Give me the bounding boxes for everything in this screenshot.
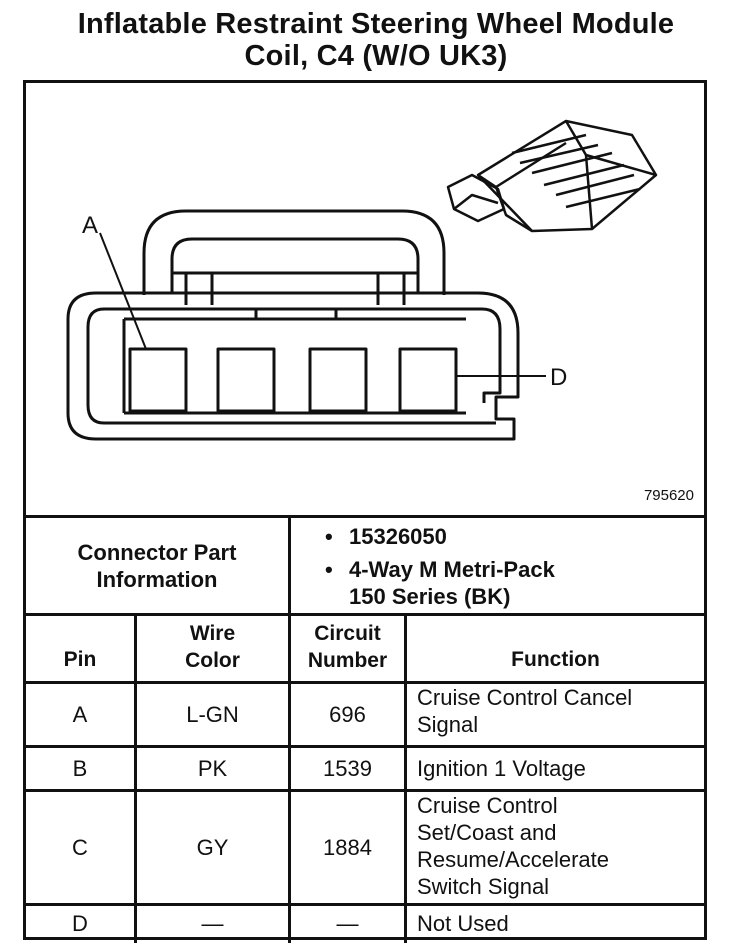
description-line-1: 4-Way M Metri-Pack xyxy=(349,557,555,582)
connector-housing xyxy=(66,291,520,441)
header-circuit-number: Circuit Number xyxy=(291,620,404,674)
pin-label-a: A xyxy=(82,212,98,239)
cavity-c xyxy=(308,347,368,413)
diagram-title: Inflatable Restraint Steering Wheel Modu… xyxy=(0,8,752,72)
part-number-item: • 15326050 xyxy=(323,523,555,550)
row-c-function-line-2: Set/Coast and xyxy=(417,820,557,845)
connector-info-label-line-1: Connector Part xyxy=(77,539,237,565)
connector-frame: A D 795620 Connector Part Information • … xyxy=(23,80,707,943)
cavity-d xyxy=(398,347,458,413)
divider-header-bottom xyxy=(26,681,704,684)
connector-latch xyxy=(142,209,446,295)
figure-id: 795620 xyxy=(643,487,694,504)
cavity-b xyxy=(216,347,276,413)
connector-info-label: Connector Part Information xyxy=(26,518,288,613)
part-number: 15326050 xyxy=(349,524,447,549)
bullet: • xyxy=(325,557,333,582)
connector-diagram: A D xyxy=(66,119,658,441)
row-b-circuit: 1539 xyxy=(323,756,372,781)
row-c-function-line-3: Resume/Accelerate xyxy=(417,847,609,872)
divider-info-top xyxy=(26,515,704,518)
row-c-wire: GY xyxy=(196,835,229,860)
row-a-wire: L-GN xyxy=(186,702,239,727)
title-line-2: Coil, C4 (W/O UK3) xyxy=(244,40,508,72)
header-circuit-line-2: Number xyxy=(307,649,388,672)
row-d-pin: D xyxy=(72,910,88,936)
header-function: Function xyxy=(511,648,600,671)
cavity-a xyxy=(128,347,188,413)
header-pin: Pin xyxy=(63,648,97,671)
connector-info-list: • 15326050 • 4-Way M Metri-Pack 150 Seri… xyxy=(323,523,555,610)
divider-row-b xyxy=(26,789,704,792)
row-c-function: Cruise Control Set/Coast and Resume/Acce… xyxy=(407,792,704,903)
row-b-pin: B xyxy=(72,756,88,781)
connector-isometric-view xyxy=(446,119,658,233)
row-c-pin: C xyxy=(72,835,88,860)
row-d-circuit: — xyxy=(336,910,359,936)
row-c-function-line-4: Switch Signal xyxy=(417,874,550,899)
row-c-function-line-1: Cruise Control xyxy=(417,793,558,818)
divider-col-wire xyxy=(288,613,291,943)
header-circuit-line-1: Circuit xyxy=(314,622,381,645)
description-item: • 4-Way M Metri-Pack xyxy=(323,556,555,583)
description-line-2: 150 Series (BK) xyxy=(349,584,511,609)
row-c-circuit: 1884 xyxy=(323,835,372,860)
row-b-function: Ignition 1 Voltage xyxy=(417,756,586,781)
header-wire-color: Wire Color xyxy=(137,620,288,674)
leader-a xyxy=(99,232,147,350)
divider-info-bottom xyxy=(26,613,704,616)
row-a-circuit: 696 xyxy=(329,702,366,727)
connector-info-label-line-2: Information xyxy=(96,566,218,592)
divider-info-vertical xyxy=(288,515,291,613)
header-wire-line-2: Color xyxy=(185,649,240,672)
header-wire-line-1: Wire xyxy=(189,622,236,645)
divider-row-a xyxy=(26,745,704,748)
pin-label-d: D xyxy=(550,364,567,391)
row-b-wire: PK xyxy=(197,756,228,781)
row-d-function: Not Used xyxy=(417,910,509,936)
row-a-pin: A xyxy=(72,702,88,727)
row-a-function-line-2: Signal xyxy=(417,712,479,737)
row-a-function: Cruise Control Cancel Signal xyxy=(407,684,704,745)
row-d-wire: — xyxy=(201,910,224,936)
divider-col-pin xyxy=(134,613,137,943)
row-a-function-line-1: Cruise Control Cancel xyxy=(417,685,633,710)
divider-col-circuit xyxy=(404,613,407,943)
bullet: • xyxy=(325,524,333,549)
title-line-1: Inflatable Restraint Steering Wheel Modu… xyxy=(77,8,675,40)
divider-row-c xyxy=(26,903,704,906)
